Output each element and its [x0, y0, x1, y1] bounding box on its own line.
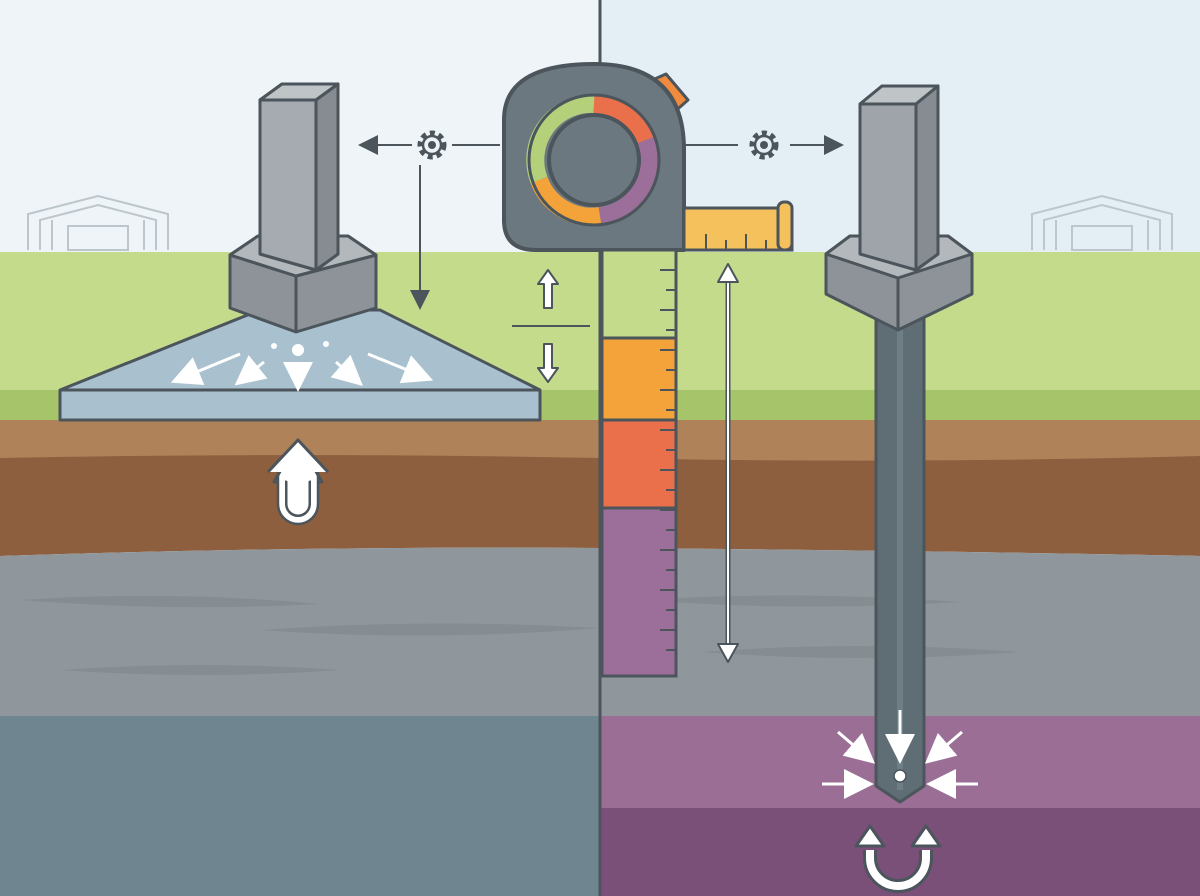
load-point-dot — [292, 344, 304, 356]
up-down-indicator — [512, 269, 590, 383]
depth-dimension-arrow — [717, 263, 739, 663]
pile-tip-point — [893, 769, 907, 783]
depth-ruler — [600, 248, 678, 678]
load-spread-arrows — [170, 341, 434, 392]
barn-left — [27, 194, 169, 251]
tape-measure-icon — [502, 62, 794, 252]
barn-right — [1031, 194, 1173, 251]
column-left — [258, 82, 340, 272]
bearing-layer-right — [600, 716, 1200, 896]
gauge-ring — [526, 94, 659, 226]
pile-tip-arrows — [822, 710, 978, 799]
u-turn-arrow-icon — [266, 438, 330, 526]
gear-icon — [749, 130, 779, 160]
u-turn-arrow-icon — [854, 824, 942, 893]
bedrock-left — [0, 716, 600, 896]
column-right — [858, 84, 940, 272]
connector-left — [358, 135, 500, 310]
gear-icon — [417, 130, 447, 160]
